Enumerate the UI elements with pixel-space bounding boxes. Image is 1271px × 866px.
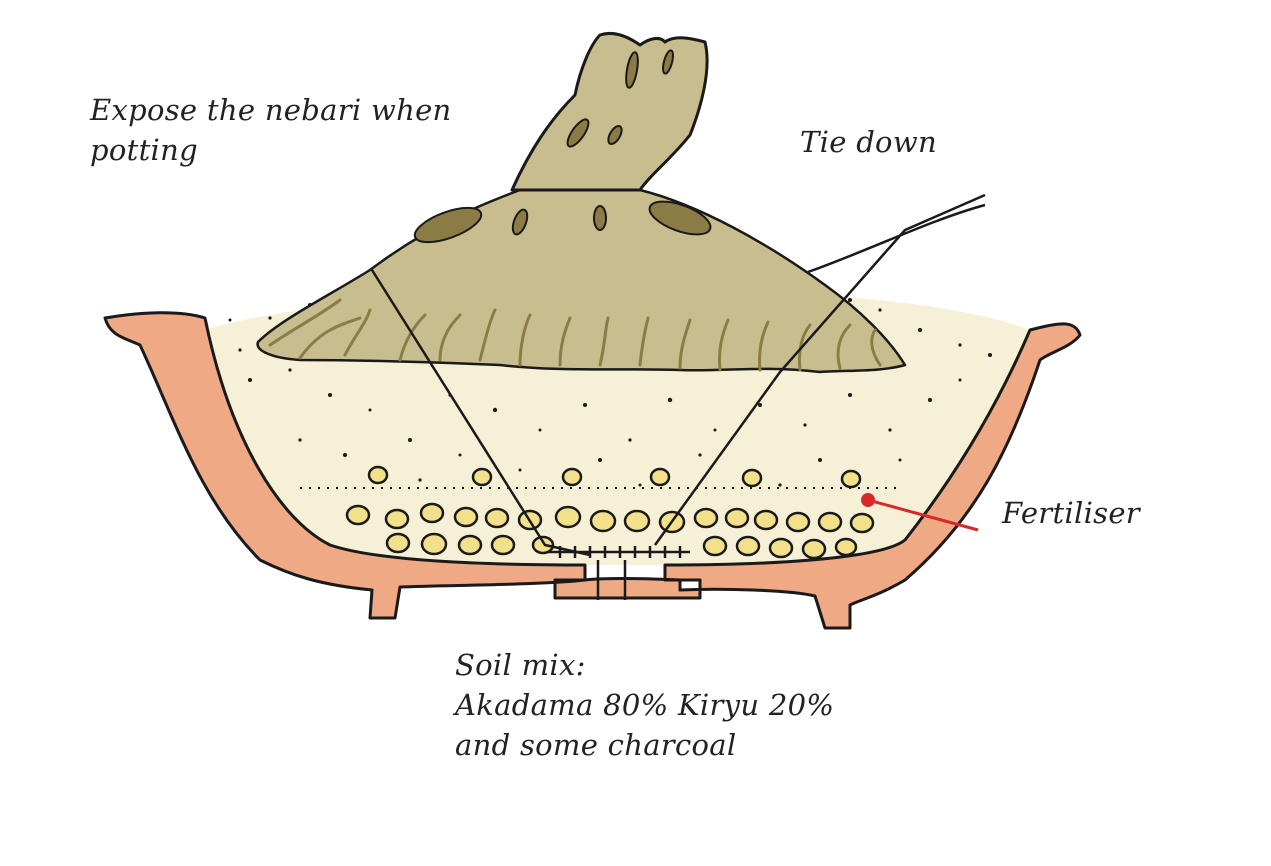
- fertiliser-label: Fertiliser: [1002, 496, 1140, 530]
- bonsai-pot: [103, 311, 1082, 630]
- fine-roots: [268, 298, 882, 372]
- gravel-layer: [345, 465, 875, 560]
- nebari-label: Expose the nebari when potting: [90, 90, 452, 170]
- soil-mix-label: Soil mix: Akadama 80% Kiryu 20% and some…: [455, 645, 834, 765]
- soil-mix-label-line-2: Akadama 80% Kiryu 20%: [455, 688, 835, 722]
- nebari-label-line-2: potting: [90, 133, 198, 167]
- bark-markings: [413, 49, 712, 244]
- tie-down-label: Tie down: [800, 125, 937, 159]
- soil-mix-label-line-1: Soil mix:: [455, 648, 586, 682]
- tie-down-wires: [370, 193, 986, 557]
- fertiliser-pointer-line: [867, 498, 979, 532]
- fertiliser-marker: [861, 493, 979, 532]
- soil-mix-label-line-3: and some charcoal: [455, 728, 737, 762]
- root-ball: [256, 188, 907, 374]
- nebari-label-line-1: Expose the nebari when: [90, 93, 452, 127]
- fertiliser-dot: [861, 493, 875, 507]
- tree-trunk: [510, 31, 709, 192]
